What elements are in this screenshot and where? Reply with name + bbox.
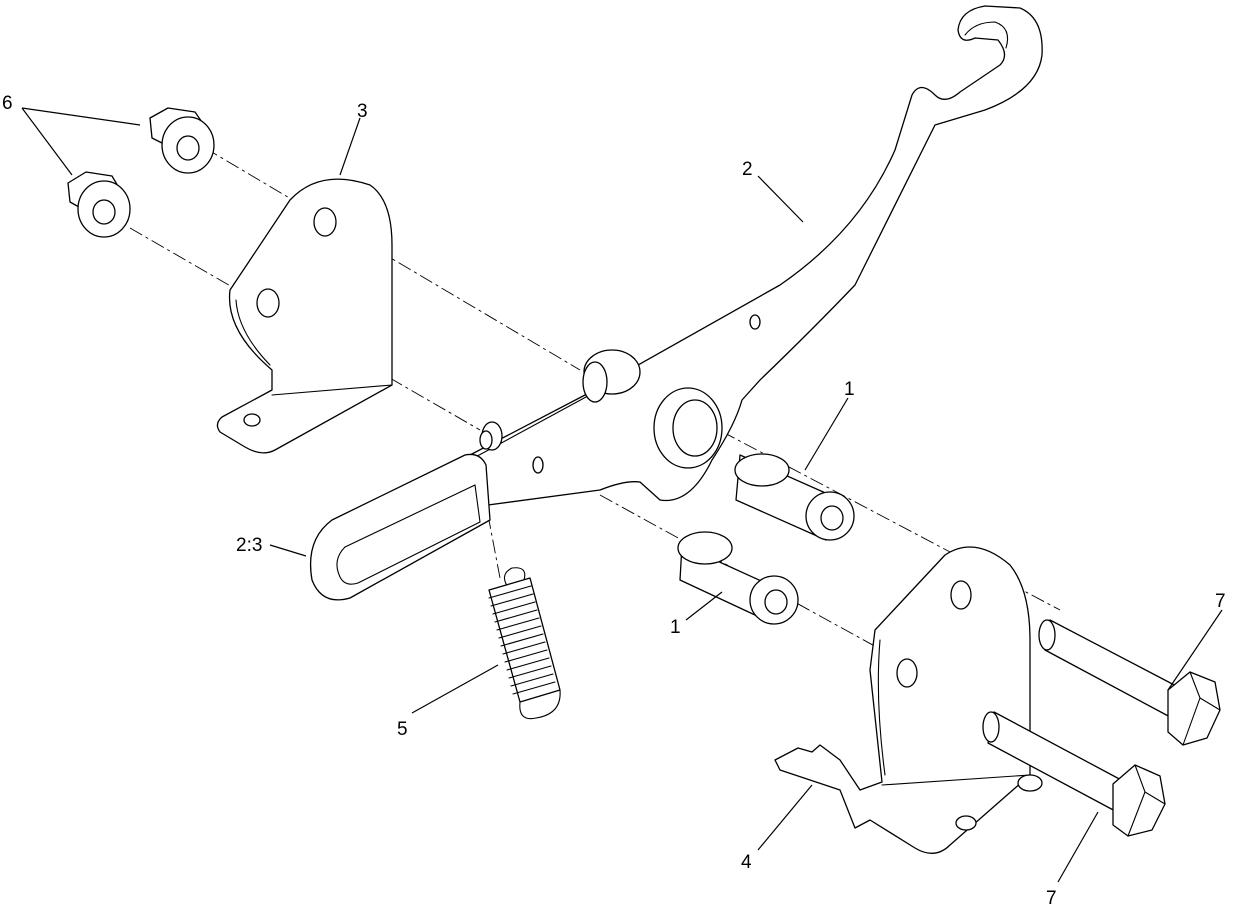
callout-4: 4 xyxy=(741,852,752,873)
leader-5 xyxy=(411,664,499,714)
leader-lines xyxy=(21,107,1223,883)
leader-3 xyxy=(339,117,361,176)
leader-4 xyxy=(757,784,813,851)
leader-7-lower xyxy=(1057,811,1099,883)
right-bracket xyxy=(774,546,1043,854)
axis-spring xyxy=(487,514,501,579)
leader-6a xyxy=(21,107,141,126)
handle-grip xyxy=(309,453,491,601)
leader-2 xyxy=(757,175,804,223)
bushing-upper xyxy=(734,453,855,541)
bushing-lower xyxy=(677,531,799,625)
callout-1-lower: 1 xyxy=(670,617,681,638)
axis-upper xyxy=(204,147,581,371)
callout-7-lower: 7 xyxy=(1046,888,1057,909)
left-bracket xyxy=(216,178,393,454)
axis-upper-right xyxy=(699,419,1061,611)
flange-nut-upper xyxy=(149,107,215,174)
callout-1-upper: 1 xyxy=(844,379,855,400)
flange-nut-lower xyxy=(67,171,131,238)
callout-5: 5 xyxy=(397,719,408,740)
leader-1-upper xyxy=(804,397,849,471)
callouts: 6 3 2 1 2:3 1 5 7 4 7 xyxy=(2,93,1226,909)
leader-2-3 xyxy=(269,544,307,557)
leader-1-lower xyxy=(685,591,723,621)
leader-6b xyxy=(21,107,73,176)
callout-6: 6 xyxy=(2,93,13,114)
callout-3: 3 xyxy=(357,101,368,122)
leader-7-upper xyxy=(1167,609,1223,691)
bolt-upper xyxy=(1038,619,1221,746)
spring xyxy=(488,567,561,720)
bolt-lower xyxy=(982,711,1166,837)
lever-arm xyxy=(469,5,1043,506)
callout-2-3: 2:3 xyxy=(236,535,262,556)
callout-2: 2 xyxy=(742,159,753,180)
callout-7-upper: 7 xyxy=(1215,591,1226,612)
